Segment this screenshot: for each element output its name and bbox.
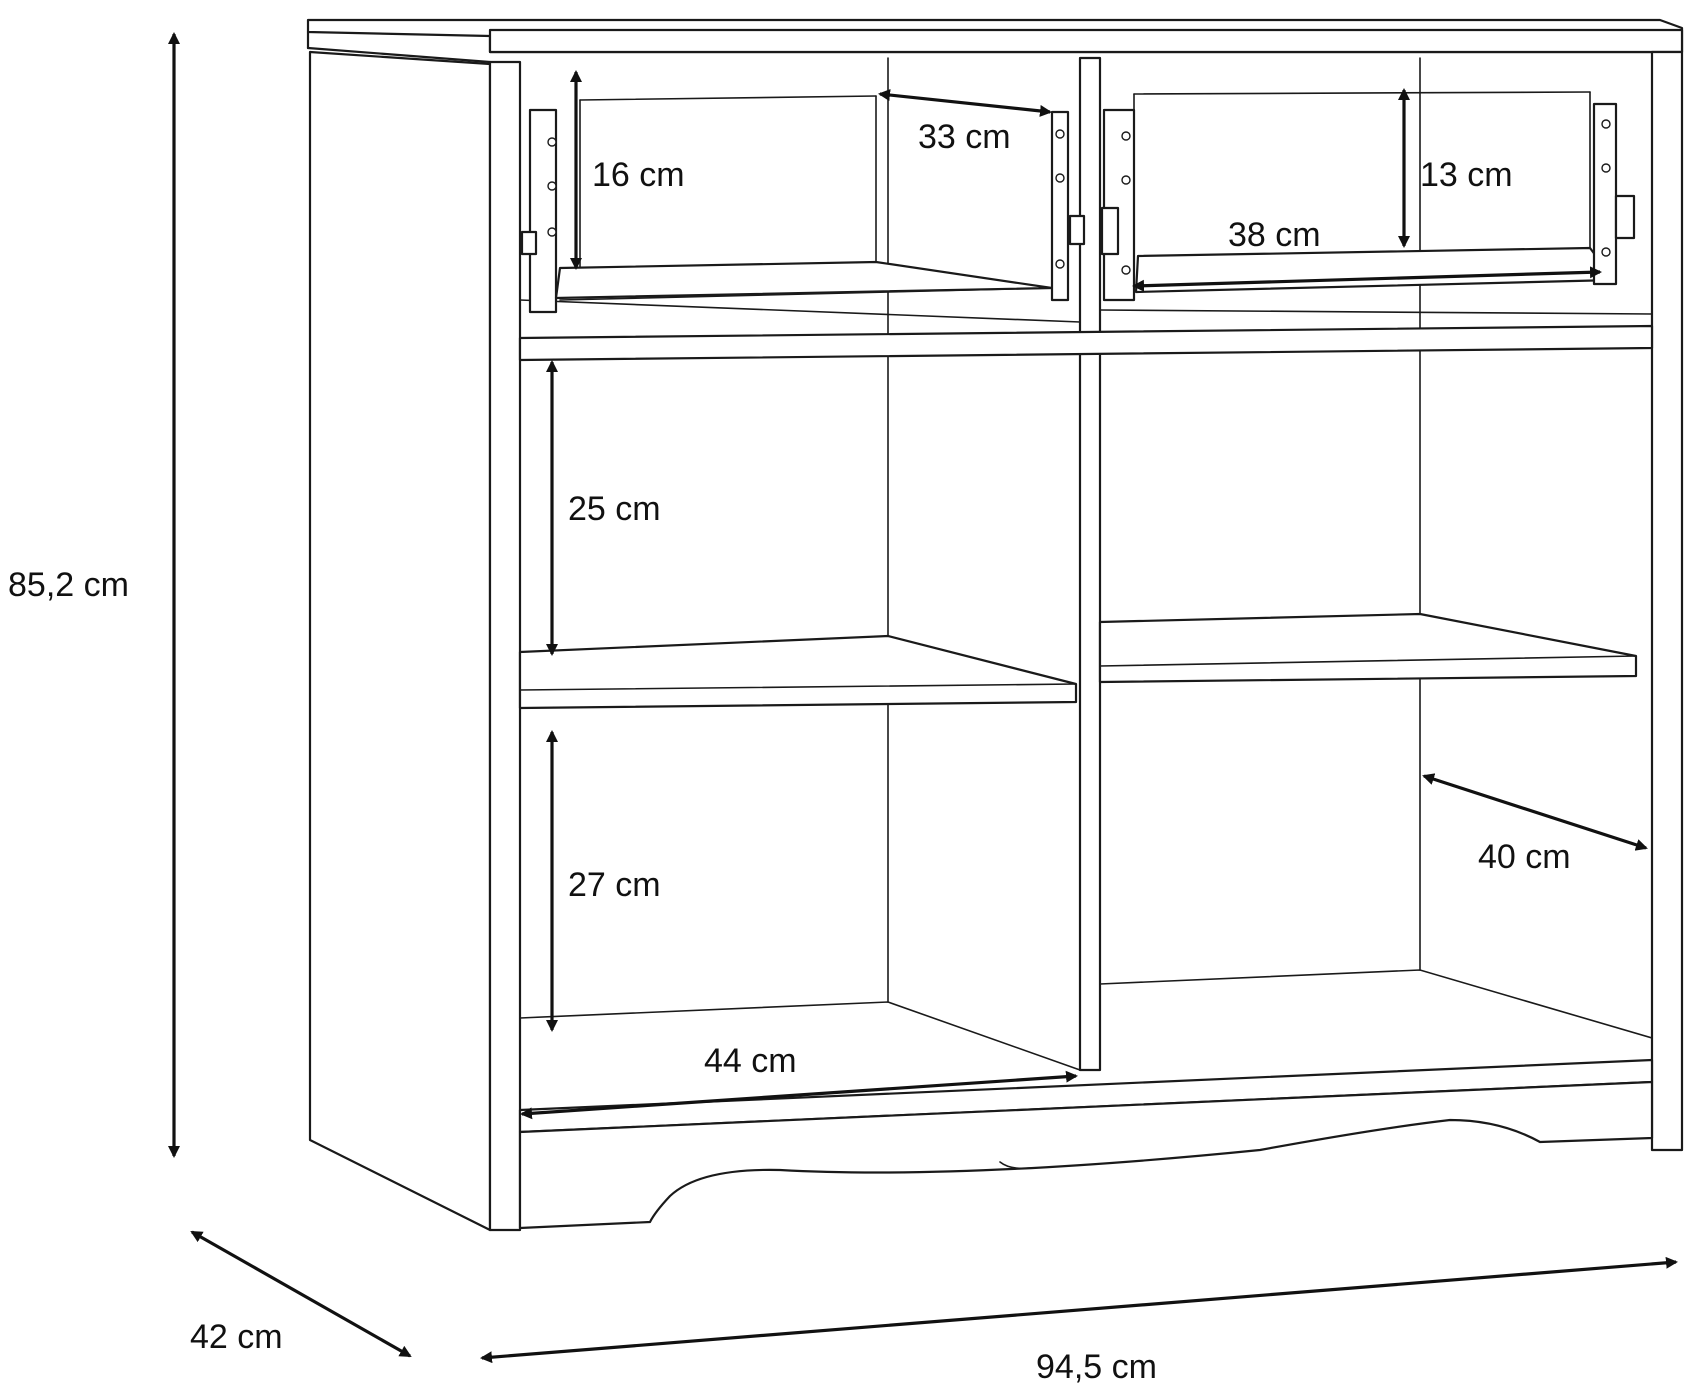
arrow-compartment-depth bbox=[1422, 773, 1648, 851]
arrow-width-total bbox=[480, 1256, 1678, 1364]
label-depth-total: 42 cm bbox=[190, 1318, 283, 1356]
label-compartment-upper: 25 cm bbox=[568, 490, 661, 528]
drawer-runner-left-2 bbox=[1068, 214, 1086, 246]
cabinet-body bbox=[306, 18, 1684, 1232]
shelf-left bbox=[518, 634, 1078, 710]
drawer-runner-left bbox=[520, 230, 538, 256]
arrow-drawer-width-right bbox=[1132, 266, 1602, 292]
dimension-labels: 85,2 cm 42 cm 94,5 cm 16 cm 33 cm 13 cm … bbox=[8, 118, 1571, 1386]
plinth bbox=[518, 1080, 1654, 1230]
drawer-left bbox=[520, 95, 1086, 314]
label-drawer-height-right: 13 cm bbox=[1420, 156, 1513, 194]
label-width-total: 94,5 cm bbox=[1036, 1348, 1157, 1386]
right-front-post bbox=[1650, 50, 1684, 1152]
drawer-right bbox=[1100, 91, 1636, 302]
left-front-post bbox=[488, 60, 522, 1232]
label-height-total: 85,2 cm bbox=[8, 566, 129, 604]
label-drawer-depth-left: 33 cm bbox=[918, 118, 1011, 156]
drawer-rail bbox=[518, 324, 1654, 362]
top-board-front bbox=[488, 28, 1684, 54]
dimension-arrows bbox=[168, 32, 1678, 1364]
arrow-compartment-width bbox=[520, 1070, 1078, 1120]
label-compartment-depth: 40 cm bbox=[1478, 838, 1571, 876]
drawer-runner-right bbox=[1100, 206, 1120, 256]
floor-left bbox=[519, 1001, 1081, 1071]
label-drawer-height-left: 16 cm bbox=[592, 156, 685, 194]
drawer-runner-right-2 bbox=[1614, 194, 1636, 240]
label-drawer-width-right: 38 cm bbox=[1228, 216, 1321, 254]
left-side-panel bbox=[308, 50, 492, 1232]
floor-right bbox=[1099, 969, 1653, 1039]
shelf-right bbox=[1098, 612, 1638, 684]
arrow-drawer-depth-left bbox=[878, 89, 1052, 117]
label-compartment-lower: 27 cm bbox=[568, 866, 661, 904]
center-divider bbox=[1078, 56, 1102, 1072]
label-compartment-width: 44 cm bbox=[704, 1042, 797, 1080]
arrow-depth-total bbox=[190, 1230, 412, 1358]
